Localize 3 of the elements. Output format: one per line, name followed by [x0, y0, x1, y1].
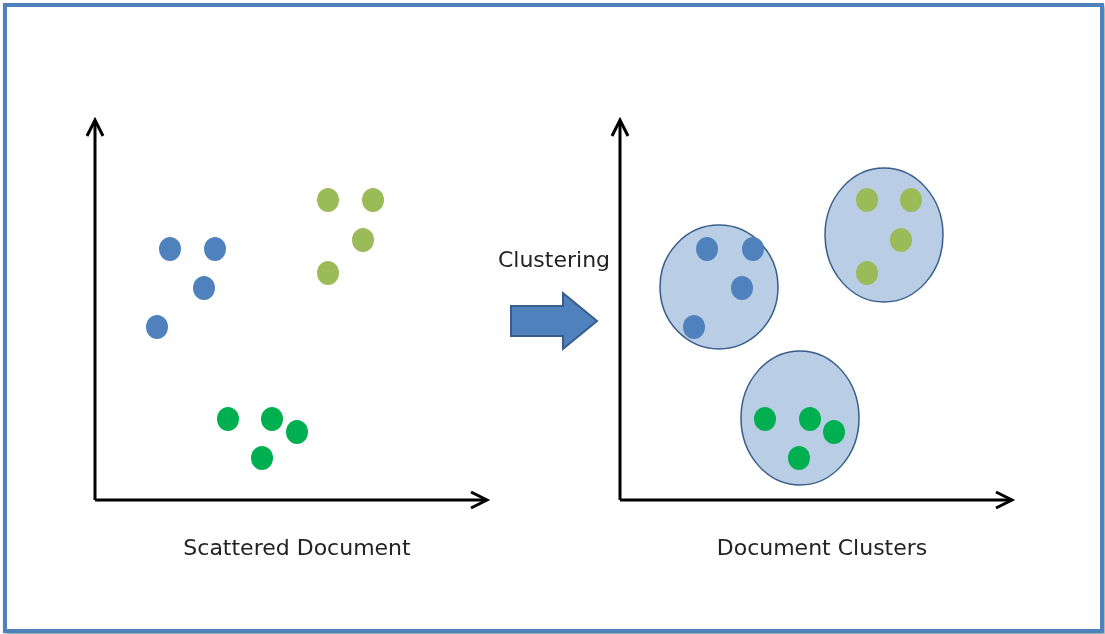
- plot-caption: Scattered Document: [183, 535, 411, 560]
- plot-caption: Document Clusters: [716, 535, 928, 560]
- block-arrow: [510, 290, 599, 352]
